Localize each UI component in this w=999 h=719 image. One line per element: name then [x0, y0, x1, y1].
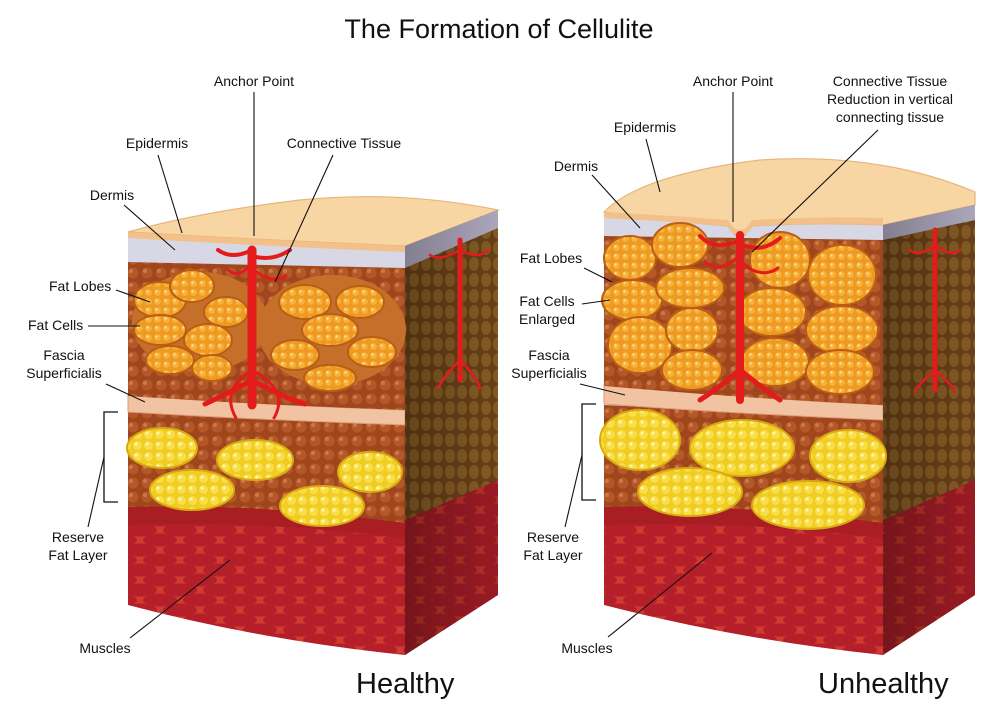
unhealthy-reserve-label: Reserve [526, 529, 580, 545]
enlarged-fat-lobe [805, 349, 875, 395]
healthy-muscle-layer [128, 505, 405, 655]
unhealthy-anchor-point-label: Anchor Point [692, 73, 774, 89]
unhealthy-fat-lobes-label: Fat Lobes [519, 250, 583, 266]
healthy-epidermis-layer [127, 196, 501, 247]
leader-lines [87, 92, 879, 639]
healthy-fat-layer-label: Fat Layer [48, 547, 108, 563]
healthy-connective-tissue [202, 237, 490, 420]
enlarged-fat-lobe [805, 305, 879, 355]
unhealthy-fat-cells-label: Fat Cells [519, 293, 575, 309]
fat-lobe [303, 364, 357, 392]
fat-lobe [191, 354, 233, 382]
unhealthy-block [581, 158, 976, 655]
healthy-fat-lobes-label: Fat Lobes [49, 278, 112, 294]
unhealthy-muscle-layer [604, 505, 883, 655]
fat-lobe [278, 284, 332, 320]
unhealthy-reserve-bracket [581, 403, 596, 501]
fat-lobe [133, 314, 187, 346]
healthy-fat-cells-label: Fat Cells [28, 317, 84, 333]
fat-lobe [203, 296, 249, 328]
healthy-muscles-label: Muscles [79, 640, 131, 656]
healthy-block [103, 196, 501, 655]
unhealthy-fascia-label: Fascia [528, 347, 570, 363]
healthy-connective-tissue-label: Connective Tissue [286, 135, 402, 151]
fat-lobe [145, 345, 195, 375]
unhealthy-superficialis-label: Superficialis [511, 365, 587, 381]
healthy-reserve-label: Reserve [51, 529, 105, 545]
reserve-fat-cell [216, 439, 294, 481]
healthy-fascia-label: Fascia [43, 347, 85, 363]
reserve-fat-cell [751, 480, 865, 530]
fat-lobe [301, 313, 359, 347]
unhealthy-dermis-label: Dermis [553, 158, 599, 174]
fat-lobe [270, 339, 320, 371]
diagram-title: The Formation of Cellulite [344, 14, 654, 44]
unhealthy-fat-layer-label: Fat Layer [523, 547, 583, 563]
enlarged-fat-lobe [807, 244, 877, 306]
healthy-anchor-point-label: Anchor Point [213, 73, 295, 89]
enlarged-fat-lobe [651, 222, 709, 268]
healthy-reserve-bracket [103, 411, 118, 503]
unhealthy-muscles-label: Muscles [561, 640, 613, 656]
enlarged-fat-lobe [655, 267, 725, 309]
enlarged-fat-lobe [737, 287, 807, 337]
reserve-fat-cell [126, 427, 198, 469]
fat-lobe [335, 285, 385, 319]
reserve-fat-cell [599, 409, 681, 471]
unhealthy-connecting-tissue-label: connecting tissue [835, 109, 945, 125]
unhealthy-reduction-label: Reduction in vertical [826, 91, 954, 107]
fat-lobe [183, 323, 233, 357]
unhealthy-connective-tissue-label: Connective Tissue [832, 73, 948, 89]
reserve-fat-cell [689, 419, 795, 477]
unhealthy-epidermis-label: Epidermis [613, 119, 677, 135]
enlarged-fat-lobe [665, 307, 719, 353]
reserve-fat-cell [149, 469, 235, 511]
reserve-fat-cell [337, 451, 403, 493]
reserve-fat-cell [637, 467, 743, 517]
healthy-dermis-label: Dermis [89, 187, 135, 203]
reserve-fat-cell [279, 485, 365, 527]
healthy-superficialis-label: Superficialis [26, 365, 102, 381]
unhealthy-connective-tissue [697, 227, 962, 404]
unhealthy-enlarged-label: Enlarged [518, 311, 576, 327]
reserve-fat-cell [809, 429, 887, 483]
enlarged-fat-lobe [601, 279, 663, 321]
healthy-epidermis-label: Epidermis [125, 135, 189, 151]
fat-lobe [169, 269, 215, 303]
enlarged-fat-lobe [603, 235, 657, 281]
enlarged-fat-lobe [661, 349, 723, 391]
unhealthy-caption: Unhealthy [818, 668, 949, 700]
healthy-caption: Healthy [356, 668, 455, 700]
fat-lobe [347, 336, 397, 368]
